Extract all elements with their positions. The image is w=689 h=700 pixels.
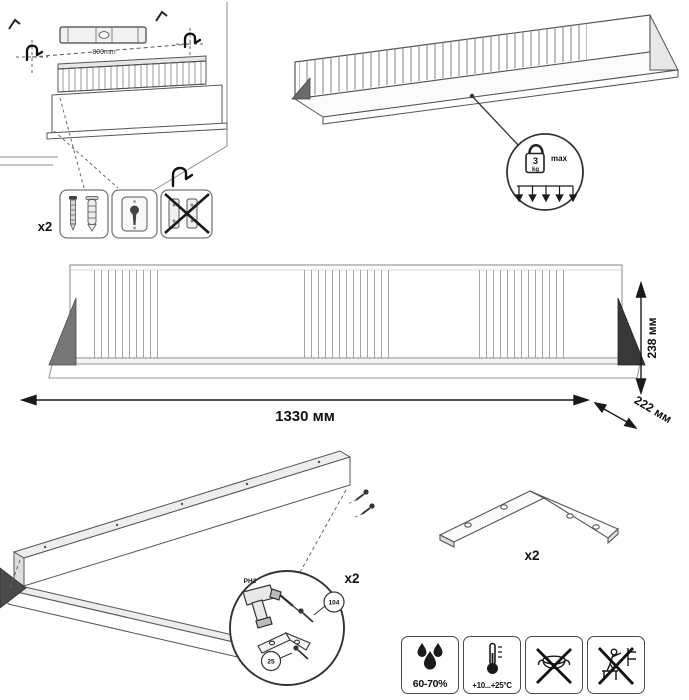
hardware-qty-label: x2 [38, 219, 52, 234]
distance-label: 800mm [92, 49, 116, 56]
shelf-board [293, 51, 680, 125]
drill-point-right [176, 28, 206, 60]
thermometer-icon [487, 642, 502, 674]
slats-group-1 [88, 270, 162, 358]
screw-icon [69, 196, 77, 232]
wall-plug-icon [85, 196, 99, 232]
left-side-triangle [291, 76, 311, 100]
no-cookware-box [525, 636, 583, 694]
bit-label: PH2 [244, 578, 257, 585]
height-dimension-label: 238 мм [645, 317, 659, 358]
temperature-box: +10...+25°C [463, 636, 521, 694]
no-cookware-icon [536, 647, 572, 684]
load-arrows [514, 185, 578, 203]
humidity-drops-icon [417, 643, 443, 670]
load-limit-circle: 3 kg max [506, 133, 584, 211]
shelf-back-panel-sketch [46, 55, 228, 140]
hook-mark-top-left [8, 18, 21, 30]
load-callout-line [469, 93, 520, 147]
callout-25-label: 25 [267, 659, 275, 666]
bracket-qty-label: x2 [524, 548, 539, 563]
detail-circle: PH2 104 25 [229, 570, 345, 686]
width-dimension-label: 1330 мм [275, 408, 335, 425]
height-dimension-arrow [635, 280, 647, 396]
corner-bracket-shape [438, 490, 620, 548]
wall-corner-lines [0, 2, 228, 191]
back-panel-perspective [12, 450, 352, 587]
hardware-box-screws [59, 189, 109, 239]
load-value: 3 [533, 156, 538, 166]
callout-104: 104 [313, 591, 345, 616]
assembly-qty-label: x2 [344, 571, 359, 586]
leader-dashed-lines [53, 97, 119, 189]
load-unit: kg [532, 167, 539, 173]
corner-bracket-dark [0, 567, 27, 609]
end-screws [347, 489, 375, 519]
screw-detail-bottom [293, 645, 309, 660]
right-side-triangle [649, 14, 679, 71]
no-climbing-box [587, 636, 645, 694]
slats-group-2 [298, 270, 392, 358]
temperature-label: +10...+25°C [472, 681, 512, 690]
panel-front-view [69, 264, 623, 359]
slats-group-3 [474, 270, 568, 358]
wall-mounting-diagram: 800mm x2 [0, 2, 228, 239]
shelf-board-perspective [7, 583, 247, 659]
bracket-detail [257, 631, 311, 654]
left-bracket-triangle [48, 297, 77, 366]
spirit-level [59, 26, 147, 44]
no-climbing-icon [597, 646, 636, 685]
keyhole-plate-icon [121, 196, 148, 232]
depth-dimension-label: 222 мм [632, 393, 675, 426]
cross-out-icon [164, 193, 210, 234]
wall-hook-above-box-icon [171, 166, 194, 188]
screwdriver-icon [242, 584, 300, 629]
wall-hook-left-icon [25, 44, 44, 62]
kettlebell-icon: 3 kg [525, 143, 545, 174]
width-dimension-arrow [19, 394, 591, 406]
humidity-label: 60-70% [412, 678, 448, 690]
depth-dimension-arrow [593, 402, 638, 430]
callout-104-label: 104 [329, 600, 340, 607]
distance-dashed-line [31, 43, 191, 58]
right-bracket-triangle [617, 297, 646, 366]
shelf-board-front [48, 357, 642, 379]
dimension-drawing: 1330 мм 238 мм 222 мм [19, 264, 675, 430]
drill-point-left [16, 40, 48, 74]
humidity-box: 60-70% [401, 636, 459, 694]
assembly-step-drawing: PH2 104 25 [0, 450, 375, 686]
hardware-box-keyhole [111, 189, 158, 239]
shelf-overview-drawing: 3 kg max [291, 14, 680, 211]
screw-detail-top [298, 608, 314, 623]
callout-25: 25 [260, 650, 293, 672]
load-max-label: max [551, 154, 568, 163]
hook-mark-top-right [155, 10, 168, 22]
care-pictograms: 60-70% +10...+25°C [401, 636, 645, 694]
corner-bracket-drawing: x2 [438, 490, 620, 563]
wall-hook-right-icon [183, 32, 202, 49]
hardware-box-brackets-crossed [160, 189, 213, 239]
panel-hole-marks [43, 460, 321, 549]
